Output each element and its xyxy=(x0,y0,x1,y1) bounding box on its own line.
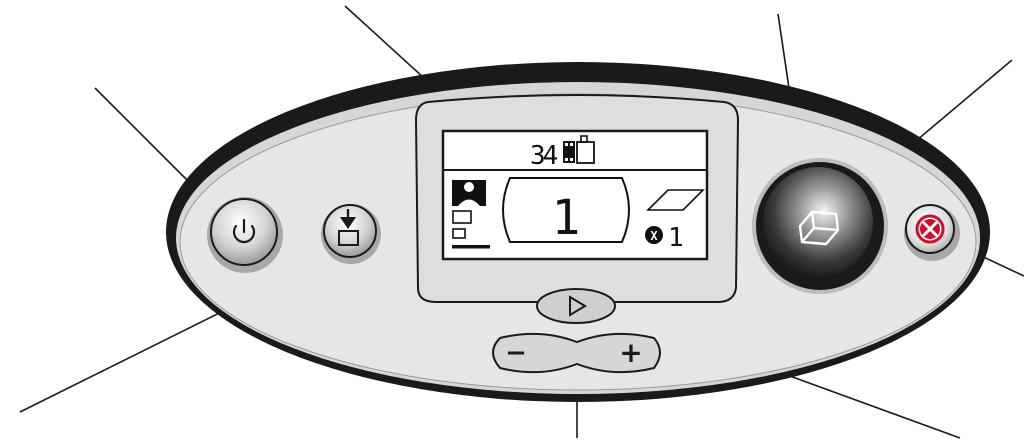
print-button[interactable] xyxy=(752,158,888,294)
power-icon xyxy=(232,218,256,244)
play-button[interactable] xyxy=(536,288,616,324)
layout-icon-large xyxy=(452,210,472,224)
print-count-symbol: X xyxy=(650,229,658,243)
copies-count: 1 xyxy=(552,190,581,246)
minus-button[interactable]: − xyxy=(505,338,527,368)
print-count-badge xyxy=(645,226,663,244)
layout-icon-small xyxy=(452,228,466,239)
portrait-icon xyxy=(452,180,486,206)
cancel-icon xyxy=(915,214,945,244)
progress-bar xyxy=(452,245,490,249)
save-icon xyxy=(338,209,359,246)
paper-icon xyxy=(646,189,705,211)
power-button[interactable] xyxy=(207,197,283,273)
cancel-button[interactable] xyxy=(904,204,960,261)
plus-button[interactable]: + xyxy=(619,336,642,369)
play-icon xyxy=(569,295,587,317)
photos-remaining-count: 34 xyxy=(530,141,558,171)
save-button[interactable] xyxy=(321,204,381,264)
camera-icon xyxy=(576,135,595,164)
print-count: 1 xyxy=(668,223,684,253)
film-icon xyxy=(563,141,575,163)
copies-frame xyxy=(502,177,630,243)
lcd-screen: 34 1 X 1 xyxy=(441,129,709,261)
adjust-rocker xyxy=(492,332,661,374)
print-icon xyxy=(798,210,840,246)
